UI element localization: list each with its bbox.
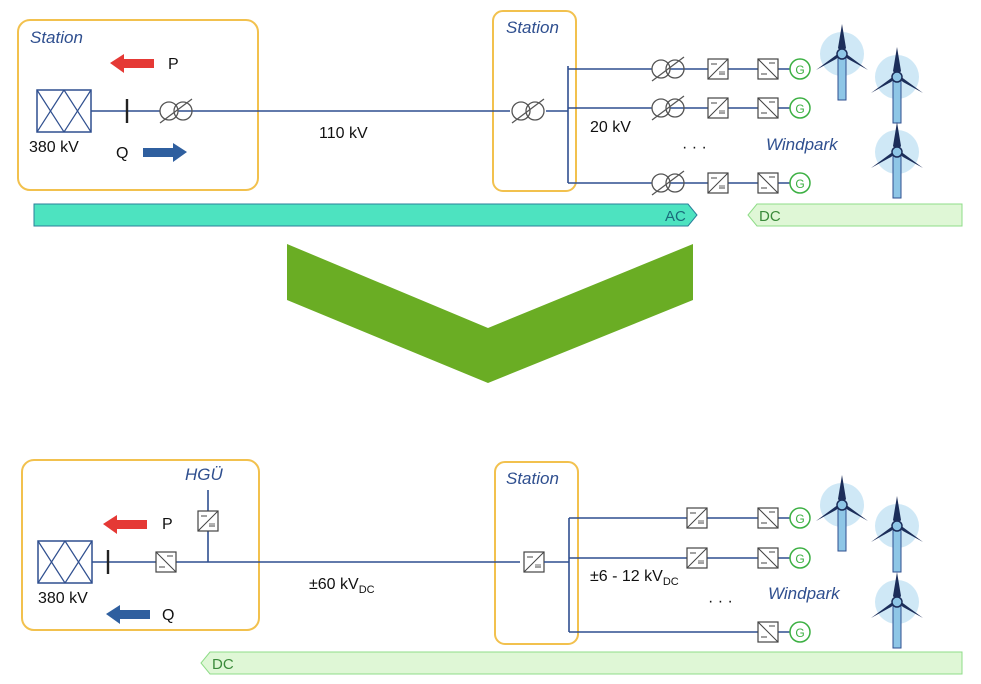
station-transformer-icon	[511, 98, 545, 124]
windpark-label: Windpark	[766, 135, 839, 154]
dc-band-bottom-label: DC	[212, 656, 234, 673]
ac-band	[33, 203, 698, 227]
converter-icon	[686, 547, 708, 569]
converter-icon	[757, 58, 779, 80]
feeder-1-bottom: G	[569, 507, 811, 529]
feeder-dots: · · ·	[682, 139, 707, 156]
line-voltage-label: 110 kV	[319, 125, 368, 142]
station-converter-icon	[523, 551, 545, 573]
ac-band-label: AC	[665, 208, 686, 225]
dc-band-bottom	[200, 651, 963, 675]
converter-icon	[707, 172, 729, 194]
station-right-title: Station	[506, 18, 559, 37]
converter-icon	[155, 551, 177, 573]
converter-icon	[757, 172, 779, 194]
svg-text:G: G	[795, 512, 804, 526]
converter-icon	[757, 621, 779, 643]
svg-text:G: G	[795, 177, 804, 191]
wind-turbine-icon	[815, 23, 869, 101]
collector-voltage-label: 20 kV	[590, 119, 631, 136]
wind-turbine-icon	[870, 121, 924, 199]
p-label-bottom: P	[162, 516, 173, 533]
station-box-left-bottom	[21, 459, 260, 631]
svg-text:G: G	[795, 552, 804, 566]
converter-icon	[707, 58, 729, 80]
generator-icon	[789, 97, 811, 119]
feeder-2: G	[568, 95, 811, 121]
grid-voltage-label-bottom: 380 kV	[38, 590, 88, 607]
p-arrow-icon	[110, 54, 154, 73]
q-label-bottom: Q	[162, 607, 174, 624]
generator-icon	[789, 507, 811, 529]
wind-turbine-icon	[815, 474, 869, 552]
feeder-1: G	[568, 56, 811, 82]
svg-text:G: G	[795, 626, 804, 640]
feeder-3: G	[568, 170, 811, 196]
bottom-diagram: HGÜ Station P Q 380 kV ±60 kVDC ±6 - 12 …	[21, 459, 963, 675]
grid-icon	[37, 540, 93, 584]
svg-text:G: G	[795, 102, 804, 116]
dc-band-top-label: DC	[759, 208, 781, 225]
grid-voltage-label: 380 kV	[29, 139, 79, 156]
wind-turbine-icon	[870, 495, 924, 573]
line-voltage-label-bottom: ±60 kVDC	[309, 576, 375, 596]
q-label: Q	[116, 145, 128, 162]
generator-icon	[789, 621, 811, 643]
top-diagram: Station Station P Q 380 kV 110 kV 20 kV …	[17, 10, 963, 227]
generator-icon	[789, 172, 811, 194]
station-right-title-bottom: Station	[506, 469, 559, 488]
station-left-title: Station	[30, 28, 83, 47]
hgu-label: HGÜ	[185, 465, 224, 484]
converter-icon	[686, 507, 708, 529]
transition-arrow-icon	[287, 244, 693, 383]
p-arrow-icon	[103, 515, 147, 534]
feeder-3-bottom: G	[569, 621, 811, 643]
station-box-right	[492, 10, 577, 192]
converter-icon	[757, 97, 779, 119]
q-arrow-icon	[143, 143, 187, 162]
collector-voltage-label-bottom: ±6 - 12 kVDC	[590, 568, 679, 588]
wind-turbine-icon	[870, 571, 924, 649]
dc-band-top	[747, 203, 963, 227]
hgu-converter-icon	[197, 510, 219, 532]
grid-icon	[36, 89, 92, 133]
converter-icon	[757, 507, 779, 529]
p-label: P	[168, 56, 179, 73]
station-box-left	[17, 19, 259, 191]
wind-turbine-icon	[870, 46, 924, 124]
generator-icon	[789, 58, 811, 80]
station-box-right-bottom	[494, 461, 579, 645]
converter-icon	[757, 547, 779, 569]
svg-text:G: G	[795, 63, 804, 77]
generator-icon	[789, 547, 811, 569]
windpark-label-bottom: Windpark	[768, 584, 841, 603]
feeder-2-bottom: G	[569, 547, 811, 569]
converter-icon	[707, 97, 729, 119]
feeder-dots-bottom: · · ·	[708, 593, 733, 610]
q-arrow-icon	[106, 605, 150, 624]
